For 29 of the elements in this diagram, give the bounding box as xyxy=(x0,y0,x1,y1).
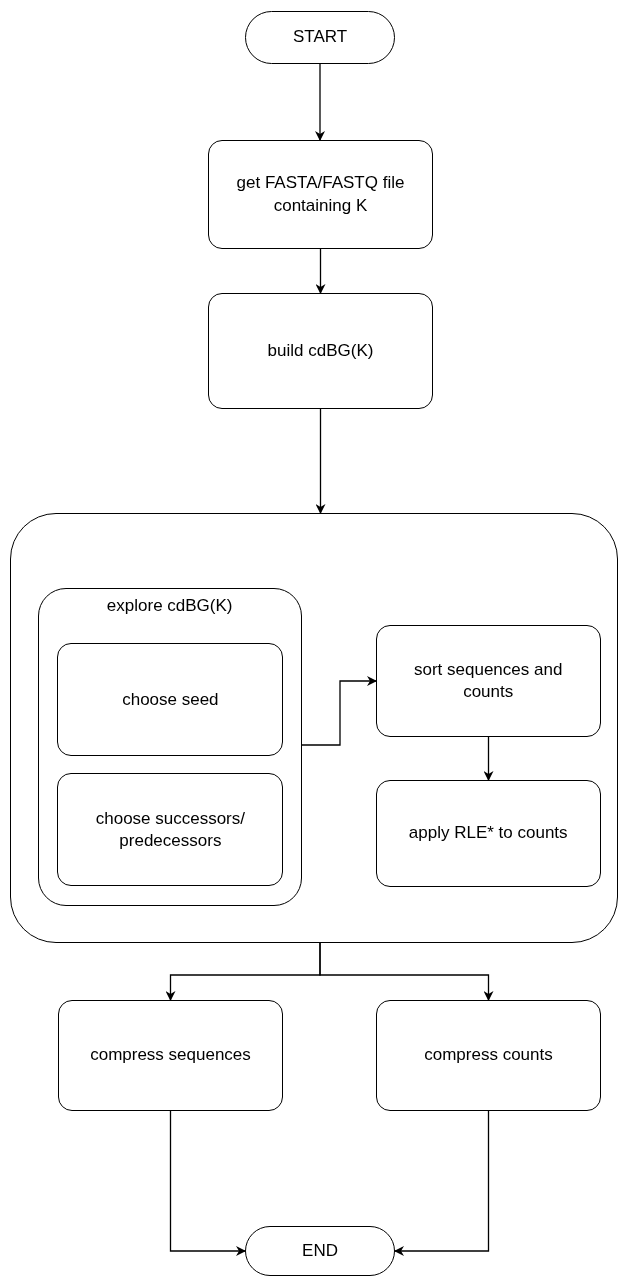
process-box xyxy=(208,293,433,409)
node-label: get FASTA/FASTQ file containing K xyxy=(235,172,406,217)
node-label: build cdBG(K) xyxy=(267,339,374,362)
process-box xyxy=(375,779,601,887)
node-label: apply RLE* to counts xyxy=(408,822,568,845)
node-label: compress counts xyxy=(424,1044,553,1067)
node-label: choose successors/ predecessors xyxy=(94,807,246,852)
process-box xyxy=(375,624,601,737)
group-box xyxy=(37,587,302,906)
node-label: END xyxy=(302,1239,338,1262)
arrow xyxy=(394,1110,490,1256)
container-box xyxy=(10,513,618,943)
process-box xyxy=(58,1000,283,1111)
process-box xyxy=(208,140,433,249)
node-label: compress sequences xyxy=(90,1044,251,1067)
arrow xyxy=(319,942,494,1001)
node-label: sort sequences and counts xyxy=(413,658,564,703)
node-label: START xyxy=(292,26,348,49)
arrow xyxy=(169,1110,246,1256)
arrow xyxy=(315,63,325,141)
process-box xyxy=(376,1000,601,1111)
node-label: choose seed xyxy=(122,688,219,711)
arrow xyxy=(301,676,377,746)
process-box xyxy=(57,643,284,757)
arrow xyxy=(315,408,326,514)
process-box xyxy=(57,773,284,887)
arrow xyxy=(483,736,494,781)
arrow xyxy=(315,248,326,294)
node-label: explore cdBG(K) xyxy=(106,594,233,617)
